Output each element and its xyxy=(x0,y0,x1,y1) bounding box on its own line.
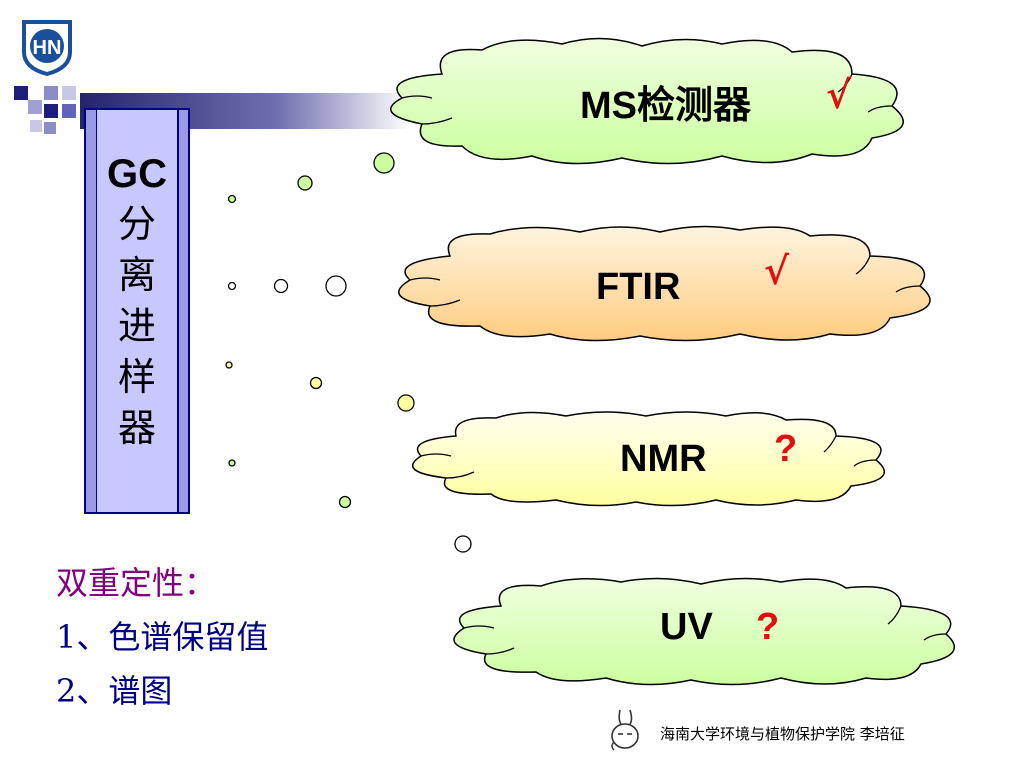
footer-credit: 海南大学环境与植物保护学院 李培征 xyxy=(660,725,905,743)
gc-label-char: 样 xyxy=(117,355,156,399)
notes-item: 1、色谱保留值 xyxy=(56,618,269,656)
bubble-dot xyxy=(227,194,237,204)
university-logo-icon: HN xyxy=(22,20,72,76)
notes-title: 双重定性： xyxy=(56,564,217,602)
bunny-mascot-icon xyxy=(611,709,639,751)
cloud-ms xyxy=(390,37,904,165)
qualitative-notes: 双重定性： 1、色谱保留值 2、谱图 xyxy=(56,556,268,718)
cloud-ftir-label: FTIR xyxy=(596,266,681,308)
notes-item: 2、谱图 xyxy=(56,672,173,710)
gc-label-char: 器 xyxy=(117,406,156,450)
bubble-dot xyxy=(228,459,236,467)
bubble-dot xyxy=(225,361,233,369)
bubble-dot xyxy=(309,376,323,390)
bubble-dot xyxy=(273,278,289,294)
cloud-uv-mark: ? xyxy=(756,606,780,648)
cloud-ftir xyxy=(398,225,931,342)
cloud-nmr xyxy=(411,411,886,507)
bubble-dot xyxy=(297,175,313,191)
cloud-nmr-label: NMR xyxy=(620,438,707,480)
gc-injector-label: GC 分 离 进 样 器 xyxy=(92,150,182,454)
cloud-uv xyxy=(453,577,956,686)
bubble-dot xyxy=(325,275,347,297)
bubble-dot xyxy=(338,495,352,509)
gc-label-char: 分 xyxy=(117,202,156,246)
gc-label-char: 离 xyxy=(117,253,156,297)
cloud-ms-mark: √ xyxy=(826,72,851,117)
bubble-dot xyxy=(227,281,237,291)
decorative-squares xyxy=(14,86,76,134)
gc-injector-box xyxy=(84,108,190,514)
cloud-ftir-mark: √ xyxy=(764,248,789,293)
cloud-ms-label: MS检测器 xyxy=(580,85,752,127)
cloud-uv-label: UV xyxy=(660,606,713,648)
gc-label-char: 进 xyxy=(117,304,156,348)
cloud-nmr-mark: ? xyxy=(774,428,798,470)
bubble-dot xyxy=(454,535,472,553)
gc-label-line1: GC xyxy=(107,152,167,196)
svg-text:HN: HN xyxy=(33,37,62,59)
